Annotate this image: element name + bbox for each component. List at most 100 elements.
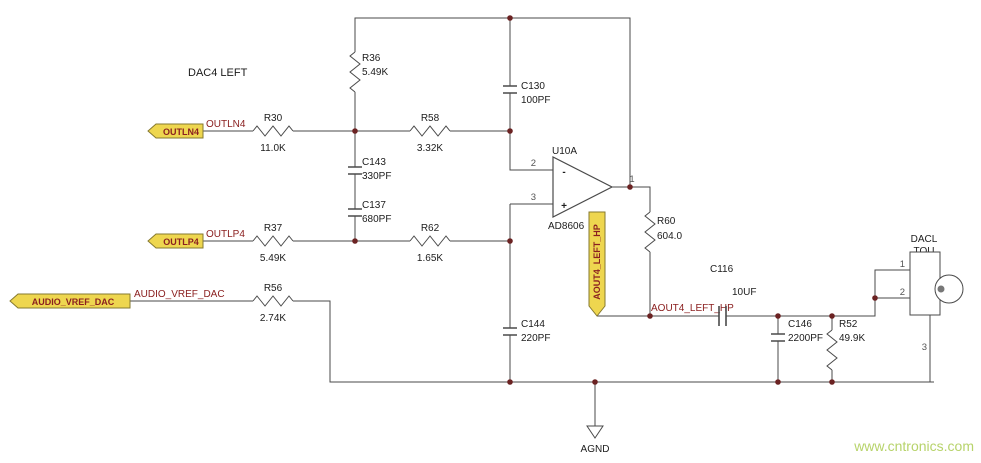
r60-ref: R60 xyxy=(657,216,676,227)
jack-barrel xyxy=(934,274,964,304)
port-outlp4: OUTLP4 OUTLP4 xyxy=(147,229,245,249)
junction xyxy=(352,238,358,244)
watermark: www.cntronics.com xyxy=(853,438,974,454)
resistor-r62: R62 1.65K xyxy=(409,223,451,264)
r58-value: 3.32K xyxy=(417,143,443,154)
jack-pin3-number: 3 xyxy=(922,342,927,353)
capacitor-symbol xyxy=(503,85,517,94)
r60-value: 604.0 xyxy=(657,231,682,242)
capacitor-c130: C130 100PF xyxy=(503,81,550,106)
junction xyxy=(775,313,781,319)
resistor-symbol xyxy=(252,125,294,137)
resistor-symbol xyxy=(252,295,294,307)
junction xyxy=(507,379,513,385)
opamp-pin2: 2 xyxy=(531,158,536,169)
net-label-aout: AOUT4_LEFT_HP xyxy=(651,303,734,314)
resistor-symbol xyxy=(409,125,451,137)
r37-ref: R37 xyxy=(264,223,283,234)
capacitor-c137: C137 680PF xyxy=(348,200,391,225)
resistor-r58: R58 3.32K xyxy=(409,113,451,154)
r52-value: 49.9K xyxy=(839,333,865,344)
wire-layer xyxy=(130,17,934,426)
resistor-symbol xyxy=(349,51,361,93)
opamp-ref: U10A xyxy=(552,146,577,157)
junction xyxy=(647,313,653,319)
opamp-u10a: U10A AD8606 - + 2 3 1 xyxy=(531,146,635,232)
capacitor-c144: C144 220PF xyxy=(503,319,550,344)
resistor-r37: R37 5.49K xyxy=(252,223,294,264)
resistor-r36: R36 5.49K xyxy=(349,51,388,93)
r58-ref: R58 xyxy=(421,113,440,124)
page-title: DAC4 LEFT xyxy=(188,67,248,79)
port-flag xyxy=(147,123,204,139)
junction xyxy=(872,295,878,301)
resistor-r30: R30 11.0K xyxy=(252,113,294,154)
r62-value: 1.65K xyxy=(417,253,443,264)
r56-value: 2.74K xyxy=(260,313,286,324)
net-label-outlp4: OUTLP4 xyxy=(206,229,245,240)
r62-ref: R62 xyxy=(421,223,440,234)
opamp-part: AD8606 xyxy=(548,221,585,232)
junction xyxy=(507,128,513,134)
r52-ref: R52 xyxy=(839,319,858,330)
r37-value: 5.49K xyxy=(260,253,286,264)
opamp-triangle xyxy=(552,156,614,218)
capacitor-symbol xyxy=(348,208,362,217)
jack-tip-contact xyxy=(937,285,945,293)
jack-body xyxy=(909,251,941,316)
port-outln4-label: OUTLN4 xyxy=(163,127,199,137)
net-label-vref: AUDIO_VREF_DAC xyxy=(134,289,225,300)
ground-agnd: AGND xyxy=(581,425,610,455)
opamp-pin1: 1 xyxy=(629,174,634,185)
port-aout-label: AOUT4_LEFT_HP xyxy=(592,224,602,300)
resistor-symbol xyxy=(644,211,656,253)
c146-ref: C146 xyxy=(788,319,812,330)
c116-ref: C116 xyxy=(710,264,734,275)
jack-pin1-number: 1 xyxy=(900,259,905,270)
port-audio-vref-dac: AUDIO_VREF_DAC AUDIO_VREF_DAC xyxy=(9,289,225,309)
resistor-r52: R52 49.9K xyxy=(826,319,865,371)
port-flag xyxy=(147,233,204,249)
capacitor-c116: C116 10UF xyxy=(710,264,756,326)
r56-ref: R56 xyxy=(264,283,283,294)
resistor-symbol xyxy=(826,329,838,371)
port-flag xyxy=(588,211,606,317)
resistor-r60: R60 604.0 xyxy=(644,211,682,253)
c144-value: 220PF xyxy=(521,333,550,344)
capacitor-c146: C146 2200PF xyxy=(771,319,823,344)
junction xyxy=(592,379,598,385)
opamp-pin3: 3 xyxy=(531,192,536,203)
c116-value: 10UF xyxy=(732,287,756,298)
capacitor-symbol xyxy=(718,306,727,326)
c130-ref: C130 xyxy=(521,81,545,92)
r36-value: 5.49K xyxy=(362,67,388,78)
port-outlp4-label: OUTLP4 xyxy=(163,237,199,247)
c143-ref: C143 xyxy=(362,157,386,168)
junction xyxy=(507,15,513,21)
junction xyxy=(829,313,835,319)
r36-ref: R36 xyxy=(362,53,381,64)
c137-value: 680PF xyxy=(362,214,391,225)
junction xyxy=(775,379,781,385)
junction xyxy=(829,379,835,385)
c130-value: 100PF xyxy=(521,95,550,106)
junction xyxy=(507,238,513,244)
jack-dacl-tout: DACL TOU 1 2 3 xyxy=(900,234,964,353)
opamp-plus-sign: + xyxy=(561,201,567,212)
port-outln4: OUTLN4 OUTLN4 xyxy=(147,119,246,139)
capacitor-symbol xyxy=(503,327,517,336)
r30-ref: R30 xyxy=(264,113,283,124)
ground-label: AGND xyxy=(581,444,610,455)
capacitor-symbol xyxy=(771,333,785,342)
c144-ref: C144 xyxy=(521,319,545,330)
jack-pin2-number: 2 xyxy=(900,287,905,298)
opamp-minus-sign: - xyxy=(562,167,565,178)
junction xyxy=(352,128,358,134)
ground-symbol xyxy=(586,425,604,439)
capacitor-c143: C143 330PF xyxy=(348,157,391,182)
port-flag xyxy=(9,293,131,309)
c146-value: 2200PF xyxy=(788,333,823,344)
port-aout4-left-hp: AOUT4_LEFT_HP AOUT4_LEFT_HP xyxy=(588,211,734,317)
resistor-r56: R56 2.74K xyxy=(252,283,294,324)
